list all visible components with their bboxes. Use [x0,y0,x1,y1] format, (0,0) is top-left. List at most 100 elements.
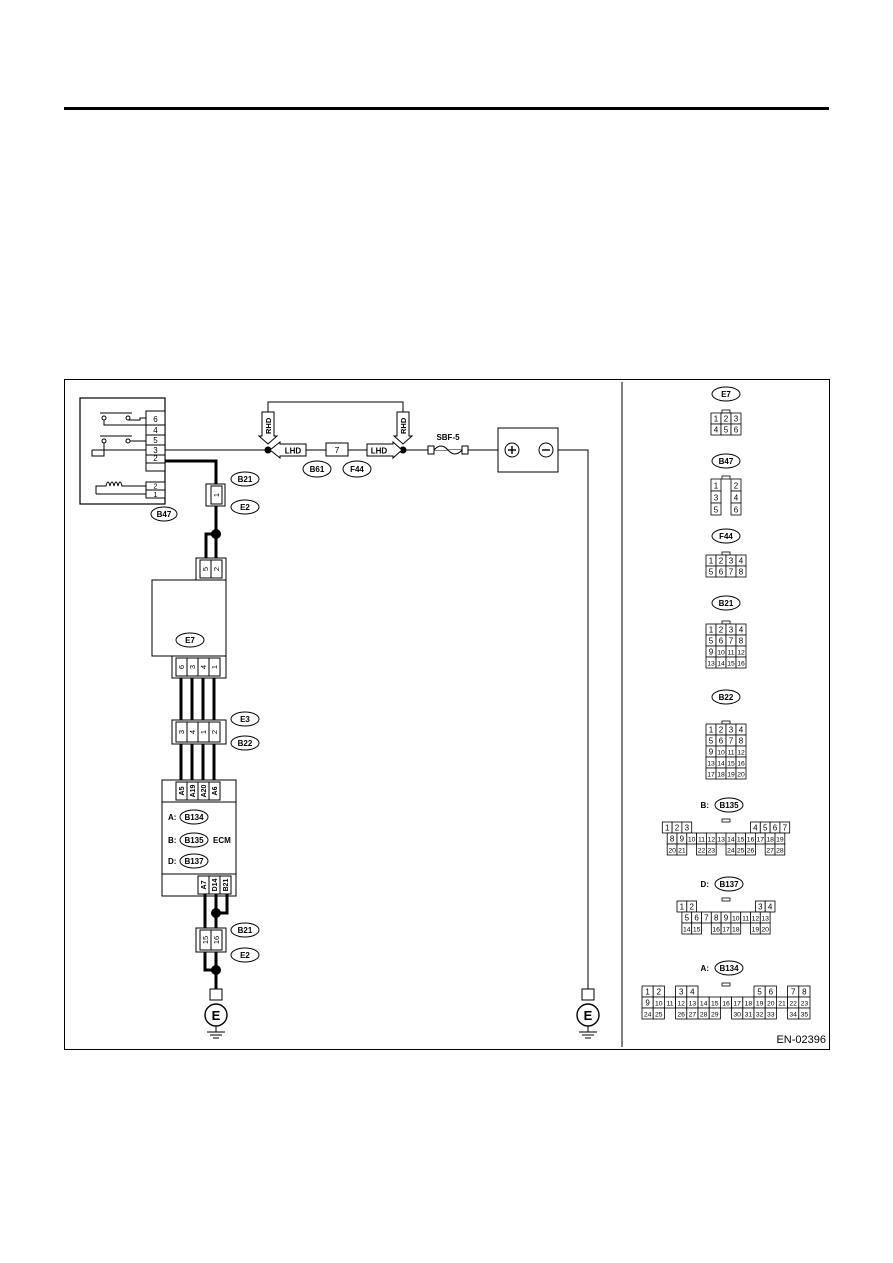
svg-text:15: 15 [201,936,210,944]
pin-label: 6 [734,426,739,435]
pin-label: 27 [689,1012,697,1019]
battery-ground-wire [558,449,589,990]
splice-dot [399,446,407,454]
svg-text:SBF-5: SBF-5 [436,433,460,442]
relay-pin-5: 5 [153,436,158,445]
pin-label: 22 [789,1001,797,1008]
pin-label: 4 [739,557,744,566]
pin-label: 15 [737,837,745,844]
pin-label: 4 [734,494,739,503]
pinout-title: E7 [721,390,731,399]
pin-label: 7 [729,568,734,577]
pin-label: 1 [709,726,714,735]
diagram-frame [64,379,830,1050]
pin-label: 14 [717,661,725,668]
pin-label: 33 [767,1012,775,1019]
splice-dot [264,446,272,454]
svg-text:3: 3 [177,730,186,734]
pin-label: 5 [763,824,768,833]
pin-label: 5 [709,737,714,746]
pin-label: 27 [766,848,774,855]
pin-label: 14 [683,927,691,934]
pin-label: 3 [758,903,763,912]
pin-label: 2 [724,415,729,424]
rhd-arrow-right: RHD [392,411,414,445]
pin-label: 35 [801,1012,809,1019]
splice-dot [211,965,221,975]
rhd-arrow-left: RHD [257,411,279,445]
pinout-title: B135 [719,801,739,810]
pin-label: 8 [714,914,719,923]
pin-label: 13 [717,837,725,844]
pin-cell [735,565,747,578]
pin-label: 20 [668,848,676,855]
svg-text:LHD: LHD [285,447,302,456]
pin-label: 16 [712,927,720,934]
svg-text:2: 2 [212,567,221,571]
pin-label: 4 [714,426,719,435]
pin-label: 26 [677,1012,685,1019]
pin-label: 10 [717,750,725,757]
pinout-title-oval [711,595,741,611]
pinout-title-oval [714,960,744,976]
pin-label: 3 [679,988,684,997]
pinout-title-oval [714,876,744,892]
pin-label: 12 [677,1001,685,1008]
pin-cell [730,423,742,436]
svg-text:1: 1 [199,730,208,734]
ecm-conn-b134: B134 [184,813,204,822]
pin-label: 34 [789,1012,797,1019]
battery [497,427,559,473]
pin-label: 19 [776,837,784,844]
pin-label: 4 [753,824,758,833]
pin-label: 19 [727,772,735,779]
b22-oval [230,735,260,751]
pin-label: 3 [729,557,734,566]
pin-label: 15 [727,761,735,768]
svg-text:D:: D: [168,857,176,866]
pinout-title-oval [711,453,741,469]
pin-label: 8 [670,835,675,844]
pin-label: 29 [711,1012,719,1019]
pin-cell [676,843,688,856]
ecm-unit: A5 A19 A20 A6 A: B134 B: B135 ECM D: B13… [161,779,237,897]
pin-label: 13 [707,661,715,668]
svg-text:1: 1 [212,493,221,497]
pin-label: 18 [717,772,725,779]
pin-label: 15 [693,927,701,934]
pin-label: 5 [714,506,719,515]
pin-label: 3 [729,726,734,735]
pin-cell [730,502,742,516]
pin-label: 4 [739,726,744,735]
pin-label: 17 [722,927,730,934]
ground-symbol-left: E [204,988,228,1039]
pin-label: 12 [752,916,760,923]
pin-label: 6 [694,914,699,923]
svg-text:B:: B: [168,836,176,845]
pin-label: 18 [745,1001,753,1008]
pin-label: 12 [737,650,745,657]
pin-label: 2 [719,726,724,735]
pin-label: 7 [729,637,734,646]
pin-label: 17 [707,772,715,779]
pin-label: 20 [737,772,745,779]
wires-b22-ecm [179,744,216,784]
e2-label-bottom: E2 [240,951,250,960]
pin-label: 5 [757,988,762,997]
pin-label: 7 [783,824,788,833]
lhd-arrow-left: LHD [269,440,307,460]
pin-cell [691,922,702,935]
pin-label: 6 [734,506,739,515]
pin-label: 15 [711,1001,719,1008]
pin-label: 5 [709,637,714,646]
svg-text:6: 6 [177,665,186,669]
b47-label-oval [150,506,178,522]
pinout-title: B21 [719,599,734,608]
junction-e3-b22: 3 4 1 2 [171,719,227,745]
svg-text:3: 3 [188,665,197,669]
f44-oval [342,460,372,478]
